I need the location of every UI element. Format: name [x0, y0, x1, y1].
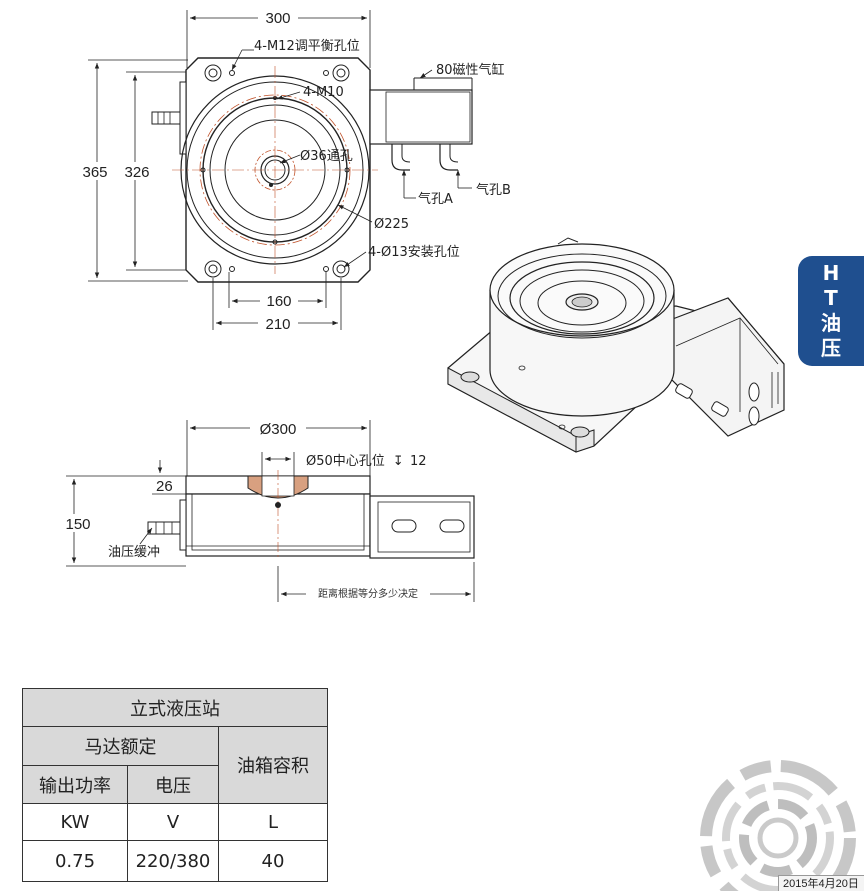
tab-char-4: 压	[821, 336, 841, 360]
tab-char-2: T	[824, 286, 838, 310]
label-d225: Ø225	[374, 217, 409, 232]
svg-text:Ø50中心孔位 ↧ 12: Ø50中心孔位 ↧ 12	[306, 454, 427, 469]
label-m12-holes: 4-M12调平衡孔位	[254, 39, 360, 54]
depth-symbol: ↧	[393, 454, 404, 469]
depth-value: 12	[410, 454, 427, 469]
label-port-b: 气孔B	[476, 182, 511, 198]
dim-26: 26	[156, 478, 173, 495]
dim-210: 210	[265, 316, 290, 333]
label-through-hole: Ø36通孔	[300, 149, 353, 164]
dim-height-365: 365	[82, 164, 107, 181]
label-mount-holes: 4-Ø13安装孔位	[368, 245, 460, 260]
ht-hydraulic-tab[interactable]: H T 油 压	[798, 256, 864, 366]
value-voltage: 220/380	[127, 840, 219, 882]
unit-v: V	[127, 803, 219, 841]
dim-width-300: 300	[265, 10, 290, 27]
decorative-rings-logo	[700, 760, 856, 891]
table-title: 立式液压站	[22, 688, 328, 727]
dim-150: 150	[65, 516, 90, 533]
label-oil-buffer: 油压缓冲	[108, 545, 160, 560]
header-output-power: 输出功率	[22, 765, 128, 804]
header-motor-rating: 马达额定	[22, 726, 219, 766]
unit-kw: KW	[22, 803, 128, 841]
date-stamp: 2015年4月20日	[778, 875, 864, 891]
value-power: 0.75	[22, 840, 128, 882]
top-view: 300 365 326	[78, 8, 511, 333]
hydraulic-station-table: 立式液压站 马达额定 油箱容积 输出功率 电压 KW V L 0.75 220/…	[22, 688, 328, 882]
label-distance-note: 距离根据等分多少决定	[318, 587, 418, 600]
dim-height-326: 326	[124, 164, 149, 181]
header-tank-capacity: 油箱容积	[218, 726, 328, 804]
label-port-a: 气孔A	[418, 191, 453, 207]
dim-side-d300: Ø300	[260, 421, 297, 438]
dim-160: 160	[266, 293, 291, 310]
tab-char-3: 油	[821, 311, 841, 335]
unit-l: L	[218, 803, 328, 841]
header-voltage: 电压	[127, 765, 219, 804]
label-cylinder: 80磁性气缸	[436, 62, 505, 78]
isometric-view	[447, 237, 785, 453]
label-center-hole: Ø50中心孔位	[306, 454, 385, 469]
tab-char-1: H	[822, 261, 840, 285]
value-capacity: 40	[218, 840, 328, 882]
label-m10-holes: 4-M10	[303, 85, 344, 100]
side-view: Ø300 Ø50中心孔位 ↧ 12 2	[58, 419, 475, 602]
